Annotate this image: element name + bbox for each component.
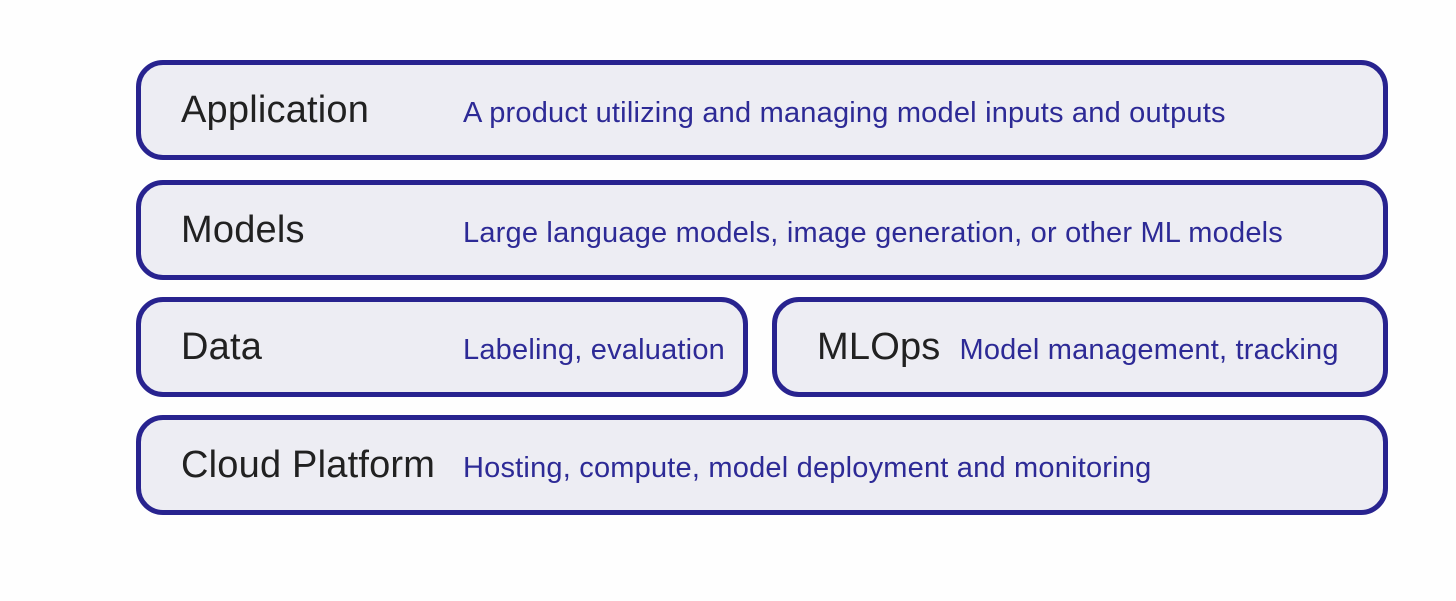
- layer-data: Data Labeling, evaluation: [136, 297, 748, 397]
- layer-data-label: Data: [181, 326, 263, 368]
- layer-data-description: Labeling, evaluation: [463, 334, 725, 366]
- layer-mlops-label: MLOps: [817, 326, 941, 368]
- layer-models-description: Large language models, image generation,…: [463, 217, 1283, 249]
- layer-mlops: MLOps Model management, tracking: [772, 297, 1388, 397]
- layer-application-label: Application: [181, 89, 370, 131]
- layer-cloud-platform-label: Cloud Platform: [181, 444, 436, 486]
- layer-application-description: A product utilizing and managing model i…: [463, 97, 1226, 129]
- layer-cloud-platform-description: Hosting, compute, model deployment and m…: [463, 452, 1152, 484]
- layer-models: Models Large language models, image gene…: [136, 180, 1388, 280]
- layer-mlops-description: Model management, tracking: [959, 334, 1339, 366]
- layer-models-label: Models: [181, 209, 305, 251]
- layer-application: Application A product utilizing and mana…: [136, 60, 1388, 160]
- layer-cloud-platform: Cloud Platform Hosting, compute, model d…: [136, 415, 1388, 515]
